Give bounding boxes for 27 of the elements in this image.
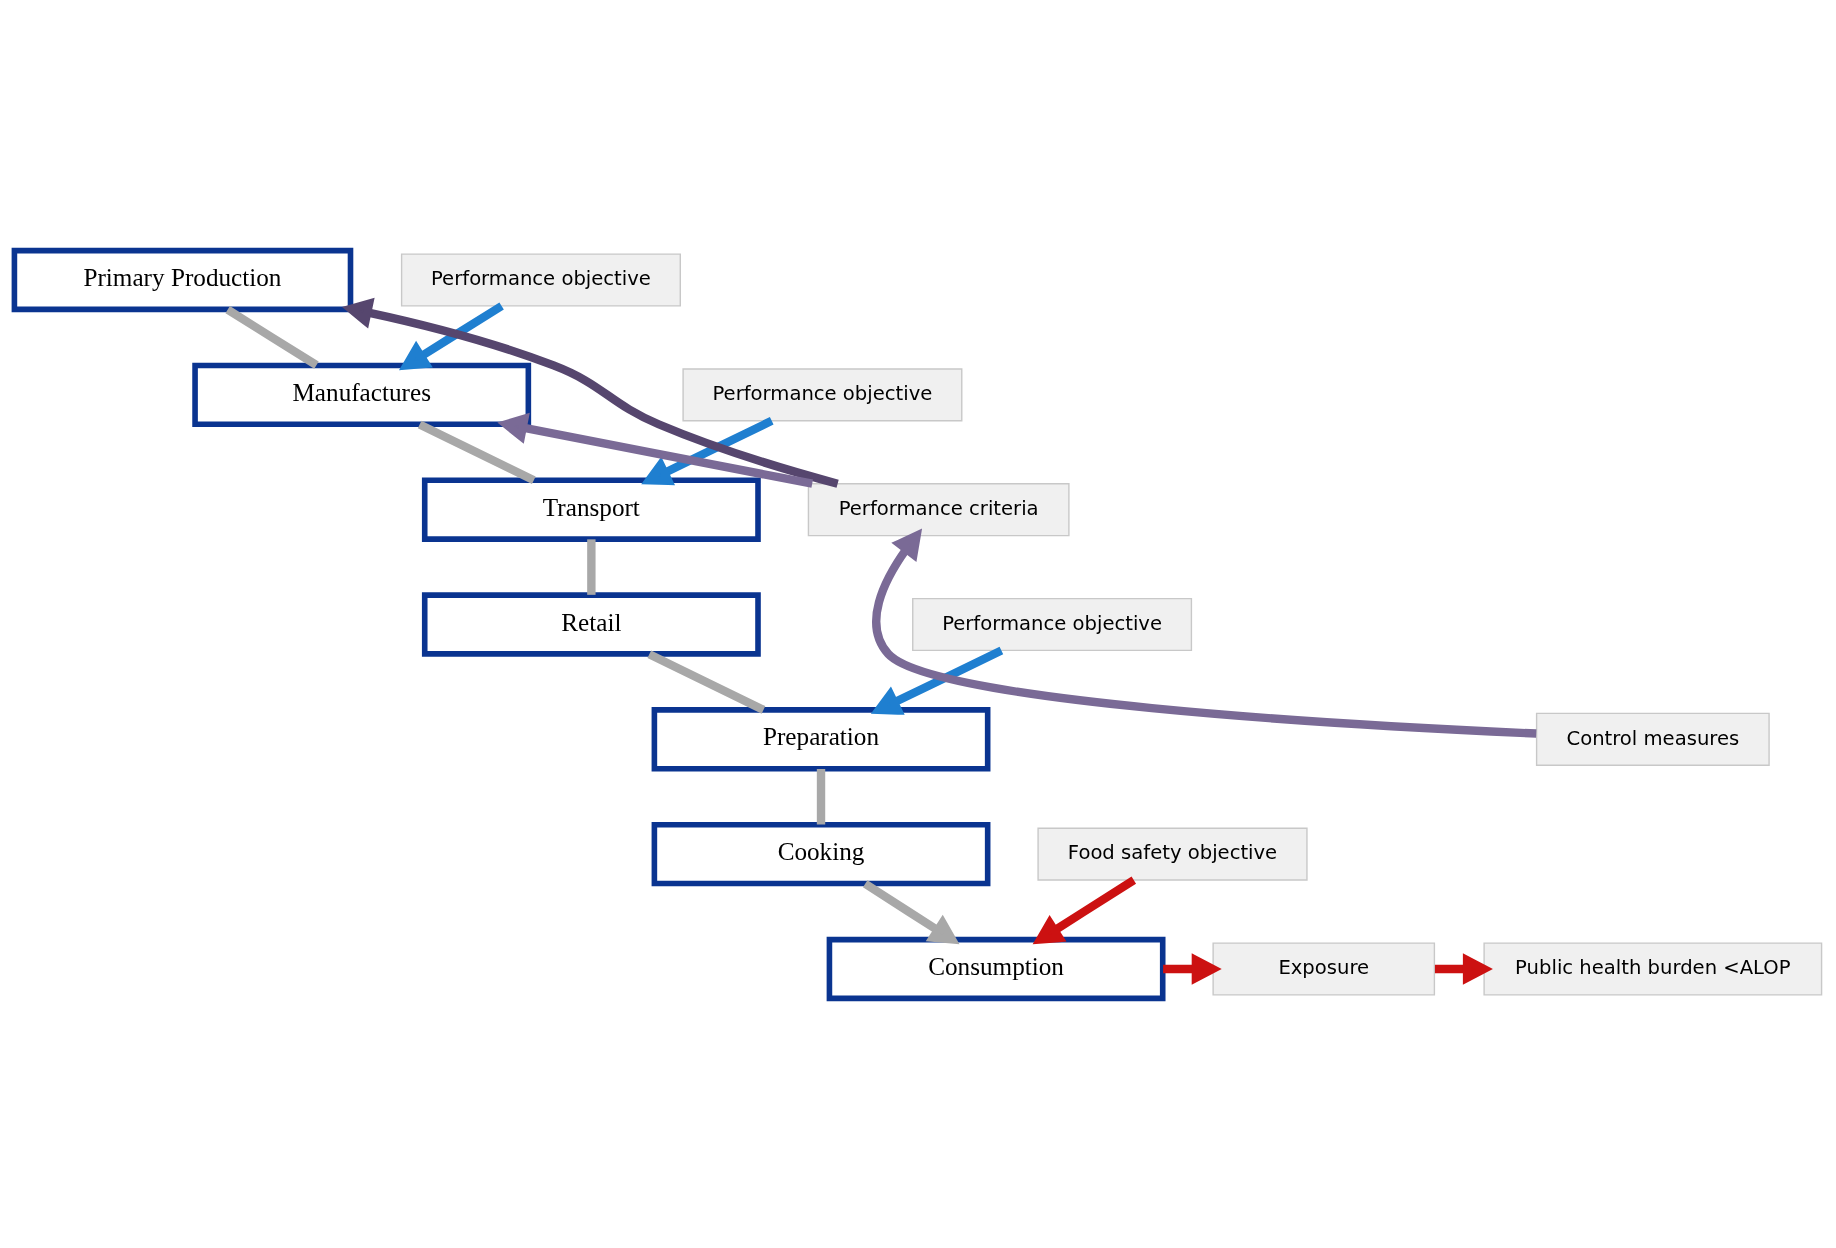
node-box: Control measures (1535, 712, 1770, 766)
node-box: Performance objective (682, 367, 963, 421)
node-box: Consumption (826, 936, 1166, 1001)
arrow (1163, 952, 1222, 985)
node-box: Primary Production (11, 247, 354, 312)
connector (816, 768, 826, 824)
connector (587, 538, 596, 595)
node-box: Manufactures (192, 362, 532, 427)
arrow (497, 412, 814, 488)
arrow (398, 301, 504, 370)
connector (647, 649, 766, 714)
arrow (870, 646, 1004, 715)
node-box: Retail (421, 591, 761, 657)
arrow (341, 297, 839, 488)
node-box: Transport (421, 476, 761, 542)
arrow (1434, 952, 1493, 985)
node-box: Cooking (651, 821, 991, 886)
node-box: Food safety objective (1037, 827, 1308, 881)
arrow (1032, 876, 1137, 944)
node-box: Performance objective (400, 252, 681, 307)
node-box: Performance objective (912, 597, 1193, 651)
node-box: Preparation (651, 706, 991, 772)
arrow (641, 416, 774, 485)
node-box: Public health burden <ALOP (1483, 941, 1823, 996)
node-box: Performance criteria (807, 482, 1070, 536)
arrow (872, 528, 1537, 738)
node-box: Exposure (1212, 941, 1436, 996)
